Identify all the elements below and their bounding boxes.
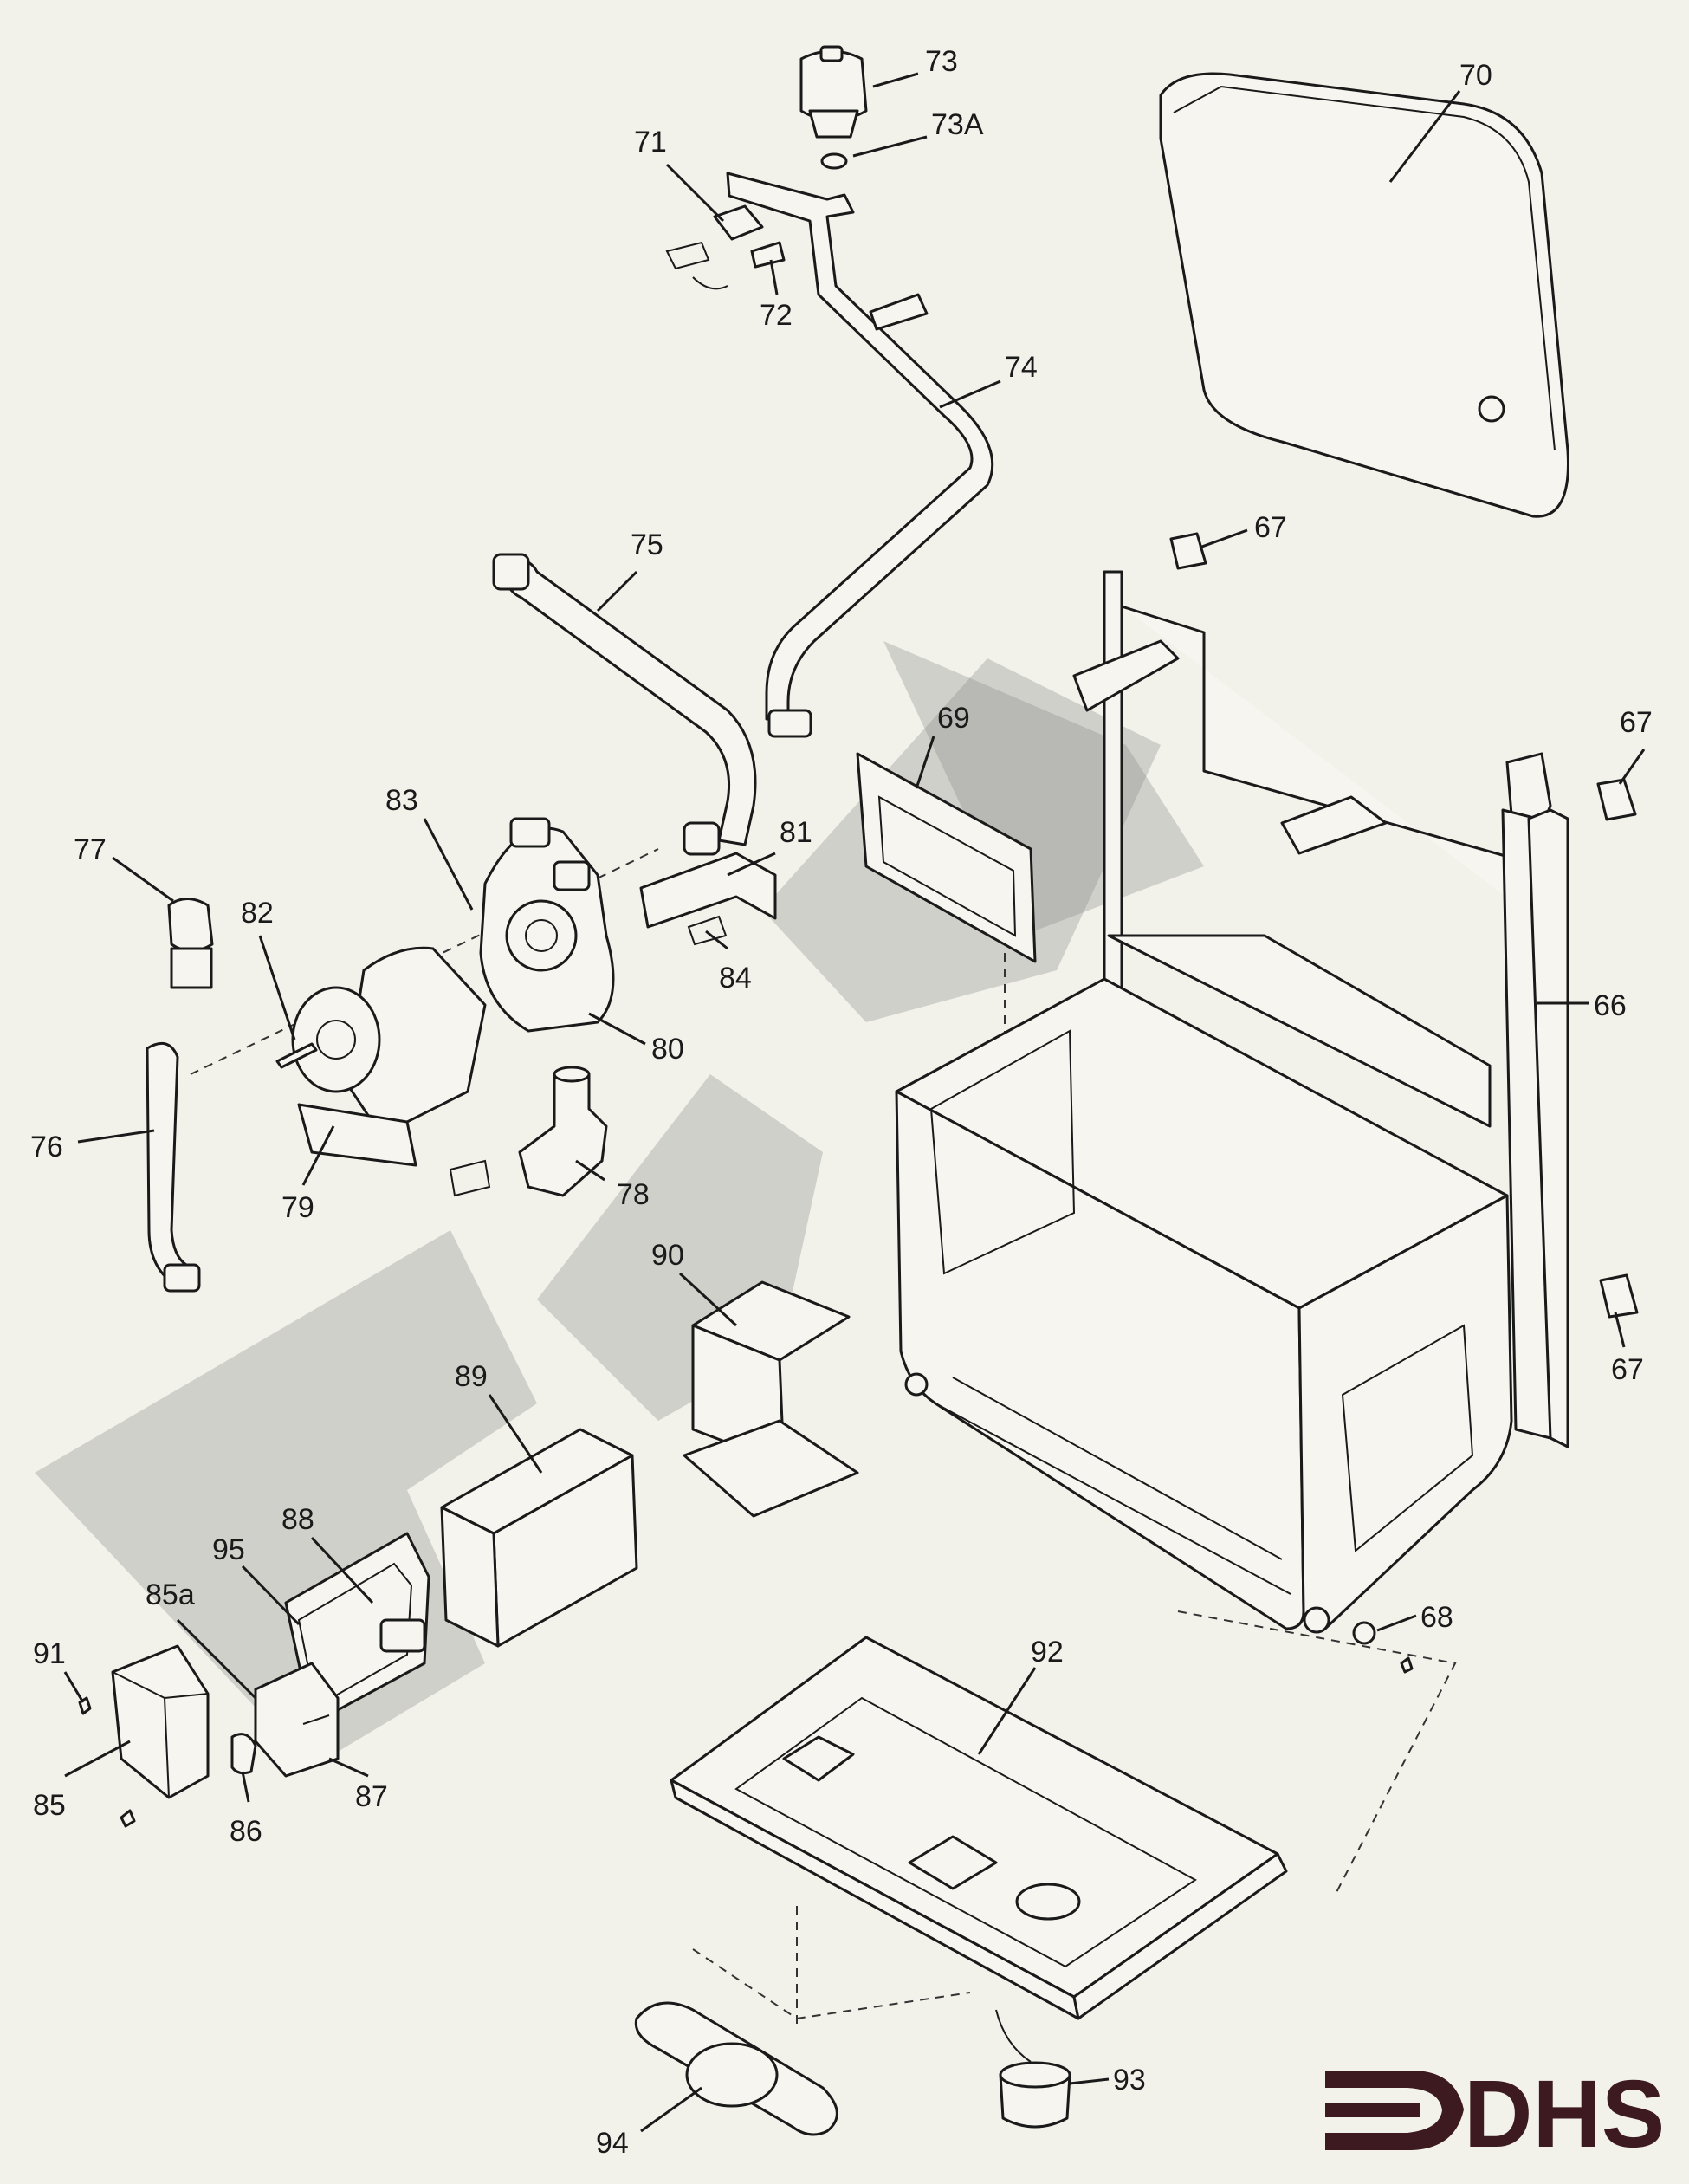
callout-74: 74 <box>1005 351 1038 384</box>
callout-71: 71 <box>634 126 667 159</box>
callout-95: 95 <box>212 1533 245 1566</box>
callout-76: 76 <box>30 1131 63 1163</box>
callout-67-right-lower: 67 <box>1611 1353 1644 1386</box>
callout-89: 89 <box>455 1360 488 1393</box>
pump-motor-79 <box>291 946 491 1197</box>
callout-85: 85 <box>33 1789 66 1822</box>
callout-73: 73 <box>925 45 958 78</box>
base-tray-92 <box>670 1636 1288 2020</box>
control-box-87 <box>254 1662 340 1778</box>
chassis-frame <box>1072 570 1569 1448</box>
callout-75: 75 <box>631 528 663 561</box>
callout-80: 80 <box>651 1033 684 1066</box>
callout-67-top: 67 <box>1254 511 1287 544</box>
callout-90: 90 <box>651 1239 684 1272</box>
callout-72: 72 <box>760 299 793 332</box>
transformer-85 <box>111 1644 210 1799</box>
callout-92: 92 <box>1031 1636 1064 1669</box>
cover-90 <box>683 1280 859 1518</box>
callout-88: 88 <box>282 1503 314 1536</box>
pipe-74 <box>726 172 994 738</box>
callout-93: 93 <box>1113 2064 1146 2097</box>
callout-77: 77 <box>74 833 107 866</box>
clip-67-right-lower <box>1599 1273 1639 1319</box>
cover-89 <box>440 1428 638 1648</box>
callout-86: 86 <box>230 1815 262 1848</box>
logo-text: DHS <box>1464 2061 1665 2168</box>
dhs-logo: DHS <box>1325 2061 1665 2168</box>
callout-69: 69 <box>937 702 970 735</box>
callout-79: 79 <box>282 1191 314 1224</box>
bracket-69 <box>856 752 1037 963</box>
screw-82 <box>275 1042 318 1069</box>
expansion-vessel <box>1159 72 1569 518</box>
callout-73a: 73A <box>931 108 984 141</box>
callout-94: 94 <box>596 2127 629 2160</box>
screw-91 <box>78 1696 136 1828</box>
pump-housing-80 <box>479 817 615 1033</box>
clip-67-top <box>1169 532 1207 570</box>
callout-85a: 85a <box>146 1578 195 1611</box>
boiler-box <box>895 934 1513 1634</box>
hose-76 <box>146 1041 201 1293</box>
callout-67-right-upper: 67 <box>1620 706 1653 739</box>
callout-78: 78 <box>617 1178 650 1211</box>
air-vent <box>799 45 868 170</box>
valve-77 <box>167 898 214 989</box>
callout-83: 83 <box>385 784 418 817</box>
washer-68 <box>1352 1621 1414 1674</box>
callout-91: 91 <box>33 1637 66 1670</box>
callout-66: 66 <box>1594 989 1627 1022</box>
callout-68: 68 <box>1420 1601 1453 1634</box>
callout-81: 81 <box>780 816 812 849</box>
sensor-93 <box>995 2009 1071 2129</box>
callout-70: 70 <box>1459 59 1492 92</box>
knob-86 <box>230 1733 257 1775</box>
callout-labels: 70 73 73A 71 72 74 75 67 67 67 69 83 81 … <box>30 45 1653 2160</box>
flow-switch-71 <box>665 204 786 290</box>
cover-plate-94 <box>634 2001 838 2136</box>
pipe-75 <box>492 553 757 856</box>
fitting-78 <box>518 1066 608 1197</box>
callout-87: 87 <box>355 1780 388 1813</box>
callout-82: 82 <box>241 897 274 930</box>
clip-67-right-upper <box>1596 778 1637 821</box>
callout-84: 84 <box>719 962 752 995</box>
sensor-bracket-81 <box>639 852 777 946</box>
leader-lines <box>63 72 1646 2133</box>
